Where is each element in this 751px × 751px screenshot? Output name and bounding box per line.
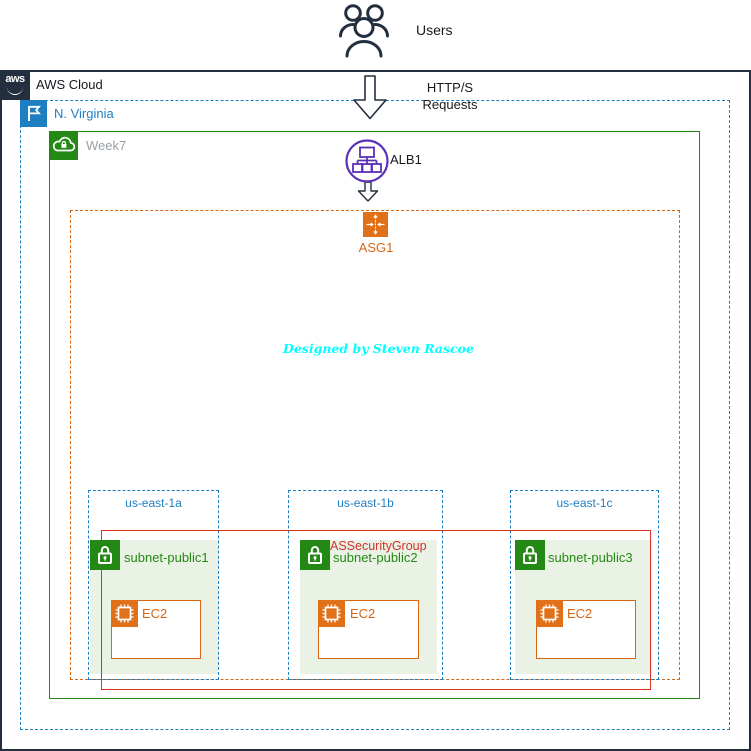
aws-logo-icon: aws: [0, 70, 30, 100]
http-request-arrow-icon: [353, 75, 387, 120]
subnet-lock-icon: [515, 540, 545, 570]
users-label: Users: [416, 22, 453, 38]
subnet-label: subnet-public3: [548, 550, 633, 565]
az-label: us-east-1b: [337, 496, 394, 510]
subnet-label: subnet-public1: [124, 550, 209, 565]
alb-label: ALB1: [390, 152, 422, 167]
watermark-text: Designed by Steven Rascoe: [283, 341, 474, 356]
az-label: us-east-1a: [125, 496, 182, 510]
vpc-icon: [49, 131, 78, 160]
aws-smile-icon: [7, 87, 23, 95]
asg-icon: [363, 212, 388, 237]
subnet-label: subnet-public2: [333, 550, 418, 565]
ec2-icon: [536, 600, 563, 627]
users-icon: [339, 4, 389, 58]
aws-cloud-label: AWS Cloud: [36, 77, 103, 92]
ec2-icon: [111, 600, 138, 627]
ec2-label: EC2: [350, 606, 376, 621]
subnet-lock-icon: [300, 540, 330, 570]
traffic-label: HTTP/S Requests: [400, 79, 500, 113]
aws-cloud-boundary: [0, 70, 751, 751]
subnet-lock-icon: [90, 540, 120, 570]
az-box-us-east-1a: [88, 490, 219, 680]
region-flag-icon: [20, 100, 47, 127]
traffic-label-line1: HTTP/S: [426, 80, 474, 95]
asg-label: ASG1: [358, 240, 394, 255]
alb-to-asg-arrow-icon: [357, 182, 379, 202]
region-label: N. Virginia: [54, 106, 114, 121]
vpc-label: Week7: [86, 138, 127, 153]
az-label: us-east-1c: [556, 496, 613, 510]
ec2-label: EC2: [567, 606, 593, 621]
security-group-boundary: [101, 530, 651, 690]
az-box-us-east-1c: [510, 490, 659, 680]
ec2-label: EC2: [142, 606, 168, 621]
traffic-label-line2: Requests: [422, 97, 478, 112]
az-box-us-east-1b: [288, 490, 443, 680]
vpc-boundary: [49, 131, 700, 699]
alb-icon: [345, 139, 389, 183]
security-group-label: ASSecurityGroup: [330, 539, 427, 553]
aws-logo-text: aws: [5, 73, 25, 85]
ec2-icon: [318, 600, 345, 627]
